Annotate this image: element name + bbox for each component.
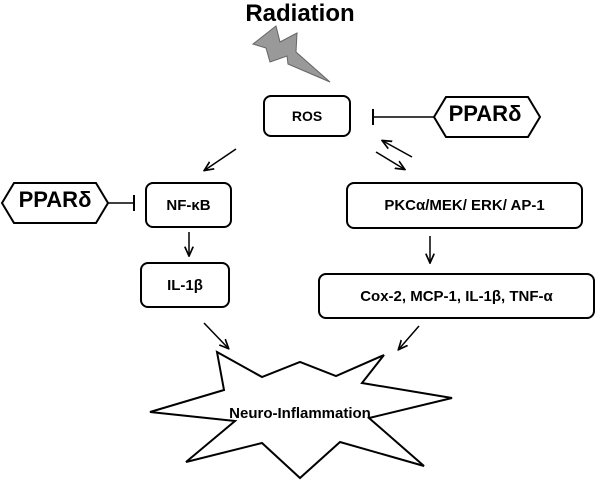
- ros-node: ROS: [263, 95, 351, 137]
- cox2-mediators-node: Cox-2, MCP-1, IL-1β, TNF-α: [318, 273, 595, 319]
- ppar-delta-right-label: PPARδ: [448, 101, 522, 126]
- neuro-inflammation-burst: [149, 350, 453, 480]
- arrow-ros-to-pkc: [375, 151, 404, 169]
- arrow-ros-to-nfkb: [205, 148, 237, 170]
- ppar-delta-left-label: PPARδ: [18, 187, 92, 212]
- radiation-title: Radiation: [245, 0, 355, 27]
- arrow-il1b-to-neuro: [203, 322, 228, 348]
- nfkb-node: NF-κB: [145, 182, 232, 228]
- il1b-node: IL-1β: [140, 262, 230, 308]
- neuro-inflammation-label: Neuro-Inflammation: [229, 405, 371, 422]
- ppar-right-hex: [432, 96, 542, 138]
- arrow-cox2-to-neuro: [399, 325, 420, 349]
- pkc-mek-erk-ap1-node: PKCα/MEK/ ERK/ AP-1: [346, 182, 583, 229]
- lightning-bolt-icon: [251, 25, 331, 83]
- arrow-pkc-to-ros: [383, 141, 413, 158]
